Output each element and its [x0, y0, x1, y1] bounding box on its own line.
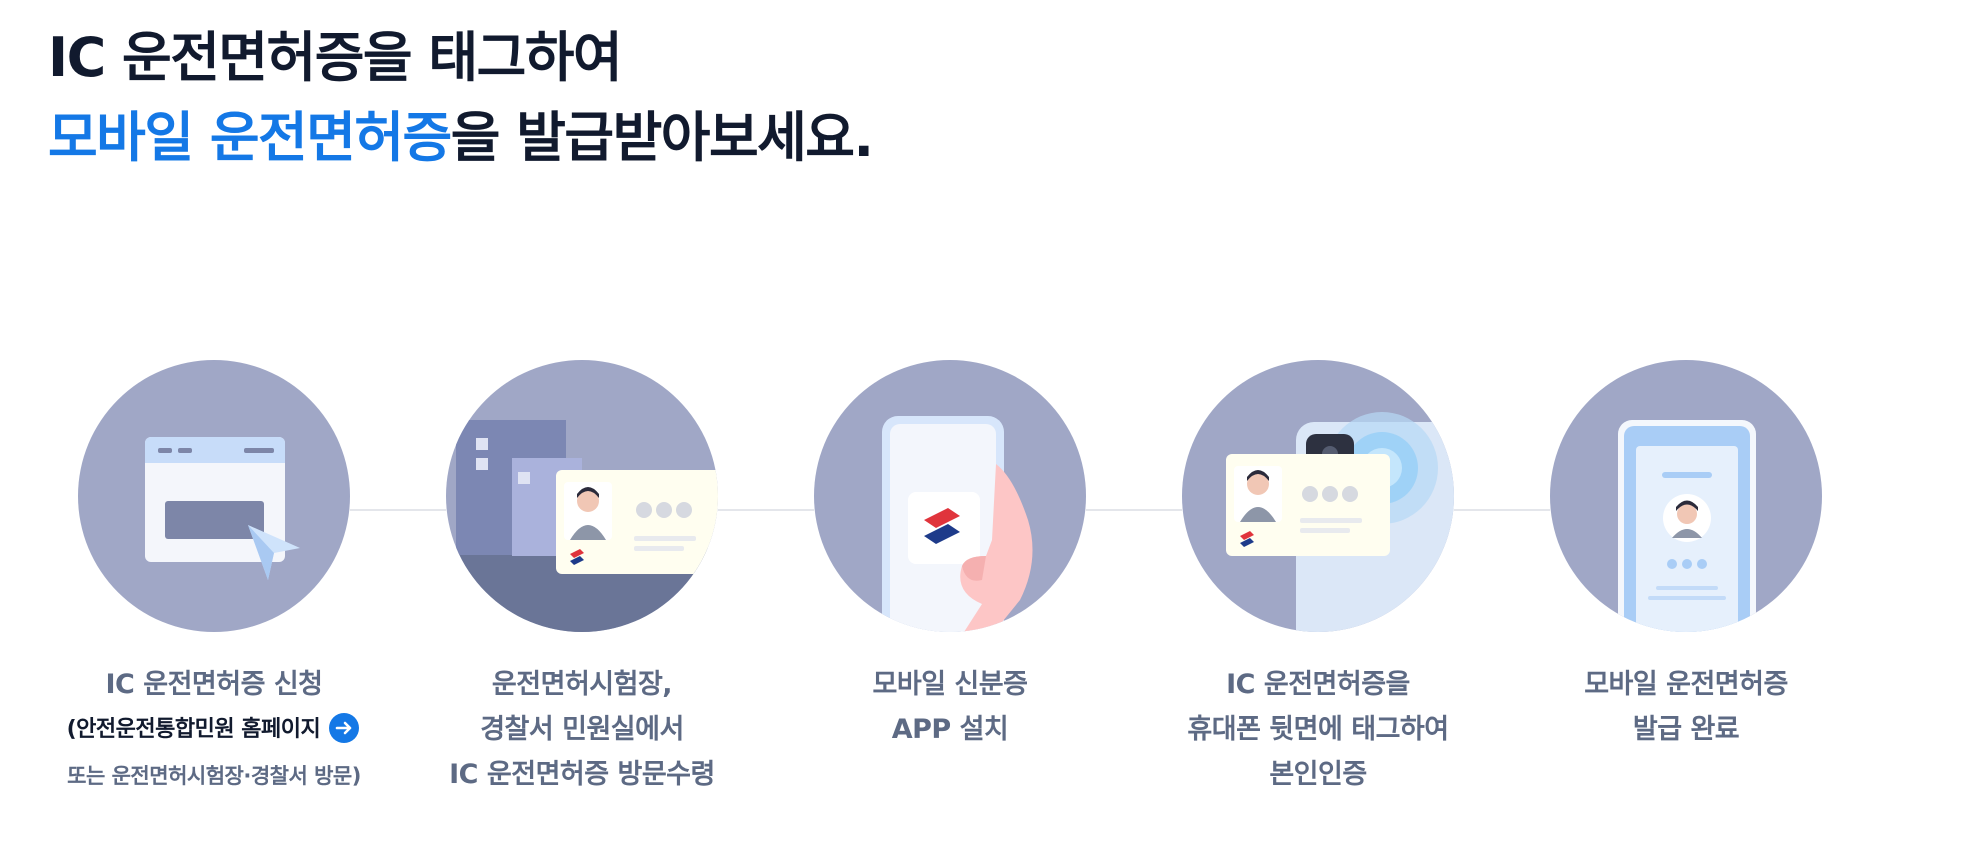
step-5-caption: 모바일 운전면허증 발급 완료 [1506, 662, 1866, 752]
mobile-license-complete-icon [1618, 420, 1756, 632]
step-3-illustration [814, 360, 1086, 632]
step-2-line-3: IC 운전면허증 방문수령 [449, 759, 715, 790]
title-line-1: IC 운전면허증을 태그하여 [48, 26, 623, 89]
title-accent: 모바일 운전면허증 [48, 106, 452, 169]
nfc-tag-card-icon [1226, 412, 1454, 632]
step-3-line-1: 모바일 신분증 [872, 669, 1028, 700]
step-3-line-2: APP 설치 [891, 714, 1009, 745]
step-1-title: IC 운전면허증 신청 [105, 669, 323, 700]
browser-window-icon [145, 437, 300, 580]
step-1-illustration [78, 360, 350, 632]
step-2-line-1: 운전면허시험장, [491, 669, 673, 700]
step-connector [1454, 509, 1550, 511]
step-4-caption: IC 운전면허증을 휴대폰 뒷면에 태그하여 본인인증 [1138, 662, 1498, 797]
step-5-illustration [1550, 360, 1822, 632]
building-license-card-icon [446, 420, 718, 632]
step-2-illustration [446, 360, 718, 632]
step-1-caption: IC 운전면허증 신청 (안전운전통합민원 홈페이지 또는 운전면허시험장·경찰… [34, 662, 394, 799]
title-line-2: 모바일 운전면허증을 발급받아보세요. [48, 98, 874, 178]
page-title: IC 운전면허증을 태그하여 모바일 운전면허증을 발급받아보세요. [48, 18, 874, 178]
step-5-line-1: 모바일 운전면허증 [1584, 669, 1788, 700]
step-2-caption: 운전면허시험장, 경찰서 민원실에서 IC 운전면허증 방문수령 [402, 662, 762, 797]
paren-open: ( [66, 717, 77, 742]
step-3-caption: 모바일 신분증 APP 설치 [770, 662, 1130, 752]
step-4-line-3: 본인인증 [1269, 759, 1367, 790]
step-4-line-2: 휴대폰 뒷면에 태그하여 [1187, 714, 1449, 745]
step-4-illustration [1182, 360, 1454, 632]
step-1-sub: (안전운전통합민원 홈페이지 [34, 707, 394, 753]
step-connector [350, 509, 446, 511]
step-5-line-2: 발급 완료 [1632, 714, 1740, 745]
step-connector [1086, 509, 1182, 511]
homepage-link[interactable]: 안전운전통합민원 홈페이지 [76, 717, 321, 742]
step-1-sub-line2: 또는 운전면허시험장·경찰서 방문) [67, 764, 361, 788]
title-rest: 을 발급받아보세요. [450, 106, 874, 169]
arrow-right-circle-icon[interactable] [329, 713, 360, 743]
step-4-line-1: IC 운전면허증을 [1226, 669, 1410, 700]
step-connector [718, 509, 814, 511]
step-2-line-2: 경찰서 민원실에서 [480, 714, 684, 745]
phone-app-install-icon [882, 416, 1033, 632]
